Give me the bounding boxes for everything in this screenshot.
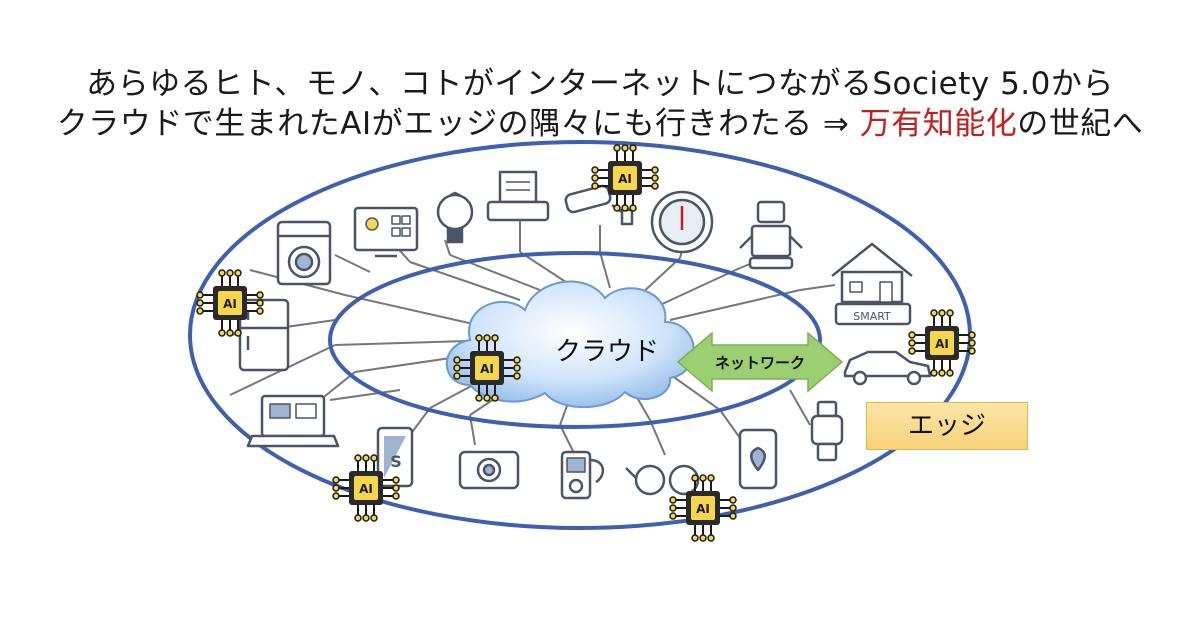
- printer-icon: [486, 170, 550, 222]
- smart-house-icon: [831, 242, 913, 326]
- edge-label: エッジ: [907, 411, 986, 441]
- network-label: ネットワーク: [715, 354, 805, 372]
- ai-chip-top: AI: [591, 144, 659, 212]
- washing-machine-icon: [276, 220, 332, 286]
- map-phone-icon: [738, 428, 778, 490]
- car-icon: [843, 350, 932, 386]
- ai-chip-label: AI: [359, 482, 373, 496]
- ai-chip-label: AI: [223, 297, 237, 311]
- phone-letter: S: [390, 452, 402, 471]
- edge-label-box: エッジ: [866, 402, 1028, 450]
- smart-label: SMART: [853, 310, 891, 323]
- smartphone-icon: [376, 426, 414, 488]
- camera-icon: [458, 450, 520, 490]
- headline-highlight: 万有知能化: [859, 106, 1018, 142]
- ai-chip-bottom: AI: [669, 474, 737, 542]
- thermostat-icon: [650, 190, 714, 254]
- smart-tv-icon: [353, 206, 419, 258]
- robot-icon: [739, 200, 803, 270]
- laptop-icon: [246, 394, 340, 448]
- smartwatch-icon: [810, 400, 844, 462]
- ai-chip-label: AI: [935, 337, 949, 351]
- headline-line-1: あらゆるヒト、モノ、コトがインターネットにつながるSociety 5.0から: [86, 66, 1114, 102]
- ai-chip-label: AI: [618, 172, 632, 186]
- ai-chip-label: AI: [696, 502, 710, 516]
- headline-line-2: クラウドで生まれたAIがエッジの隅々にも行きわたる ⇒ 万有知能化の世紀へ: [0, 98, 1200, 143]
- network-arrow: [676, 331, 844, 393]
- smart-glasses-icon: [625, 464, 700, 496]
- cloud-ring: [328, 251, 822, 429]
- music-player-icon: [560, 450, 604, 500]
- ai-chip-bottom-left: AI: [332, 454, 400, 522]
- cloud-label: クラウド: [555, 337, 659, 367]
- headline-line-2-suffix: の世紀へ: [1017, 106, 1144, 142]
- headline-line-2-prefix: クラウドで生まれたAIがエッジの隅々にも行きわたる ⇒: [56, 106, 860, 142]
- ai-chip-label: AI: [480, 362, 494, 376]
- ai-chip-cloud: AI: [453, 334, 521, 402]
- ai-chip-left: AI: [196, 269, 264, 337]
- ai-chip-right: AI: [908, 309, 976, 377]
- light-bulb-icon: [436, 191, 474, 244]
- refrigerator-icon: [238, 298, 290, 372]
